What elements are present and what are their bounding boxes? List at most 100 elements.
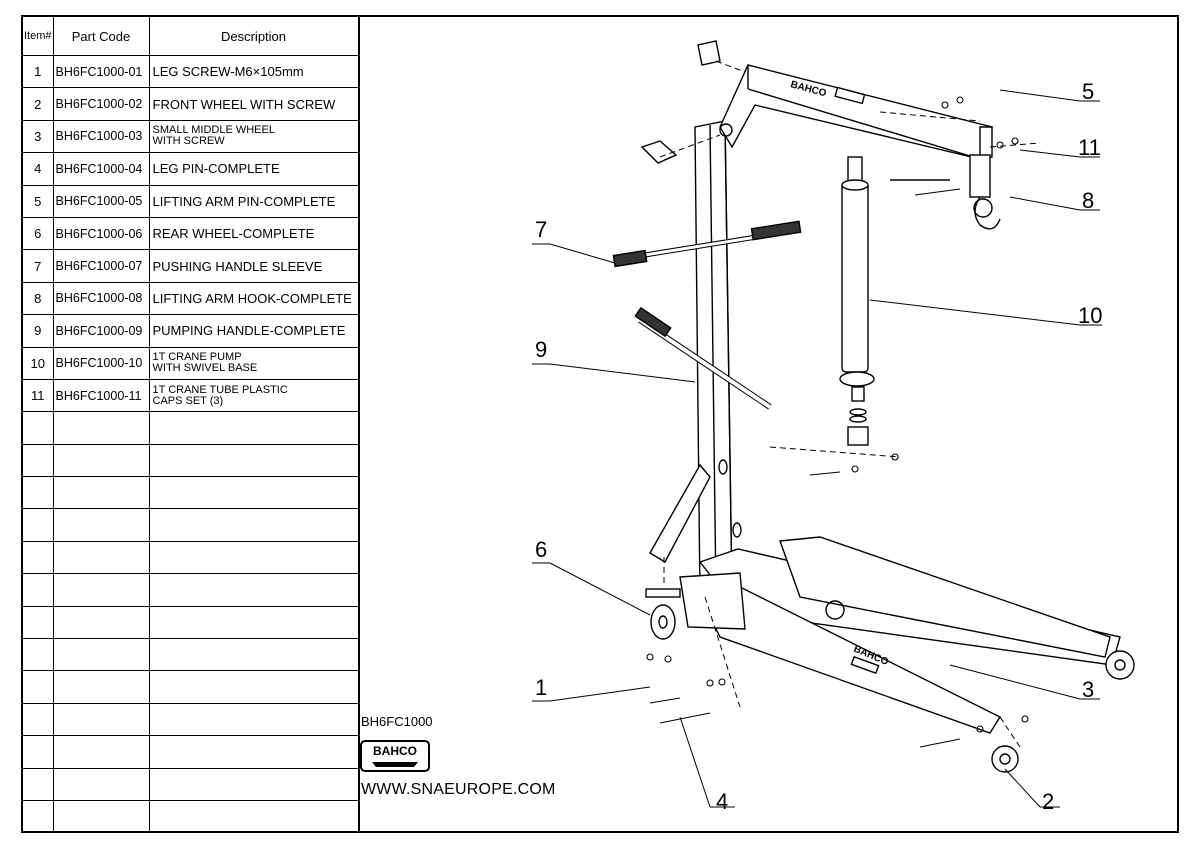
item-column-header: Item# (23, 17, 54, 56)
pushing-handle (612, 220, 802, 268)
item-number: 11 (23, 378, 54, 413)
empty-cell (52, 735, 150, 769)
empty-cell (52, 476, 150, 510)
item-number: 9 (23, 314, 54, 348)
part-description: FRONT WHEEL WITH SCREW (148, 87, 359, 121)
empty-row (23, 443, 359, 478)
empty-cell (148, 605, 359, 640)
exploded-diagram: BAHCO BAHCO 7 9 6 1 4 2 5 11 8 10 3 (532, 40, 1135, 814)
part-code: BH6FC1000-07 (52, 249, 150, 283)
part-code: BH6FC1000-03 (52, 119, 150, 154)
empty-cell (148, 476, 359, 510)
callout-7: 7 (535, 217, 547, 242)
callout-2: 2 (1042, 789, 1054, 814)
empty-row (23, 508, 359, 542)
item-number: 6 (23, 216, 54, 251)
item-number: 1 (23, 54, 54, 89)
empty-row (23, 573, 359, 607)
empty-cell (23, 670, 54, 704)
empty-cell (23, 540, 54, 575)
part-code: BH6FC1000-06 (52, 216, 150, 251)
front-wheel (991, 745, 1019, 773)
empty-cell (148, 638, 359, 672)
empty-cell (52, 670, 150, 704)
empty-cell (52, 508, 150, 542)
callout-10: 10 (1078, 303, 1102, 328)
hook-assembly (890, 154, 1001, 230)
empty-row (23, 476, 359, 510)
empty-cell (23, 411, 54, 445)
part-code: BH6FC1000-02 (52, 87, 150, 121)
empty-cell (52, 540, 150, 575)
empty-cell (23, 799, 54, 834)
empty-row (23, 799, 359, 834)
rear-wheel (645, 588, 681, 640)
part-description: LIFTING ARM HOOK-COMPLETE (148, 281, 359, 316)
empty-cell (148, 411, 359, 445)
part-code: BH6FC1000-05 (52, 184, 150, 218)
empty-row (23, 411, 359, 445)
empty-cell (23, 508, 54, 542)
empty-cell (148, 443, 359, 478)
empty-cell (23, 573, 54, 607)
empty-cell (148, 702, 359, 737)
empty-row (23, 767, 359, 801)
empty-cell (23, 767, 54, 801)
item-number: 2 (23, 87, 54, 121)
part-description: PUSHING HANDLE SLEEVE (148, 249, 359, 283)
part-description: REAR WHEEL-COMPLETE (148, 216, 359, 251)
part-code: BH6FC1000-01 (52, 54, 150, 89)
empty-cell (52, 411, 150, 445)
callout-3: 3 (1082, 677, 1094, 702)
empty-cell (52, 638, 150, 672)
empty-cell (148, 799, 359, 834)
empty-cell (52, 702, 150, 737)
callout-11: 11 (1078, 135, 1101, 160)
empty-cell (23, 638, 54, 672)
description-column-header: Description (148, 17, 359, 56)
part-code: BH6FC1000-08 (52, 281, 150, 316)
callout-5: 5 (1082, 79, 1094, 104)
empty-cell (52, 767, 150, 801)
empty-cell (23, 735, 54, 769)
callout-4: 4 (716, 789, 728, 814)
empty-cell (23, 476, 54, 510)
table-header-row: Item# Part Code Description (23, 17, 359, 56)
boom (719, 64, 993, 160)
empty-row (23, 605, 359, 640)
empty-row (23, 735, 359, 769)
item-number: 8 (23, 281, 54, 316)
empty-row (23, 702, 359, 737)
logo-text: BAHCO (373, 744, 417, 758)
empty-cell (52, 573, 150, 607)
empty-cell (23, 605, 54, 640)
part-code: BH6FC1000-10 (52, 346, 150, 380)
part-description: LEG SCREW-M6×105mm (148, 54, 359, 89)
item-number: 3 (23, 119, 54, 154)
callout-1: 1 (535, 675, 547, 700)
empty-cell (52, 799, 150, 834)
website-url: WWW.SNAEUROPE.COM (361, 781, 556, 798)
empty-cell (52, 605, 150, 640)
item-number: 7 (23, 249, 54, 283)
empty-row (23, 638, 359, 672)
empty-cell (23, 443, 54, 478)
item-number: 4 (23, 152, 54, 186)
empty-row (23, 670, 359, 704)
hydraulic-cylinder (839, 156, 875, 446)
empty-row (23, 540, 359, 575)
part-code: BH6FC1000-11 (52, 378, 150, 413)
callout-9: 9 (535, 337, 547, 362)
empty-cell (148, 670, 359, 704)
callout-8: 8 (1082, 188, 1094, 213)
